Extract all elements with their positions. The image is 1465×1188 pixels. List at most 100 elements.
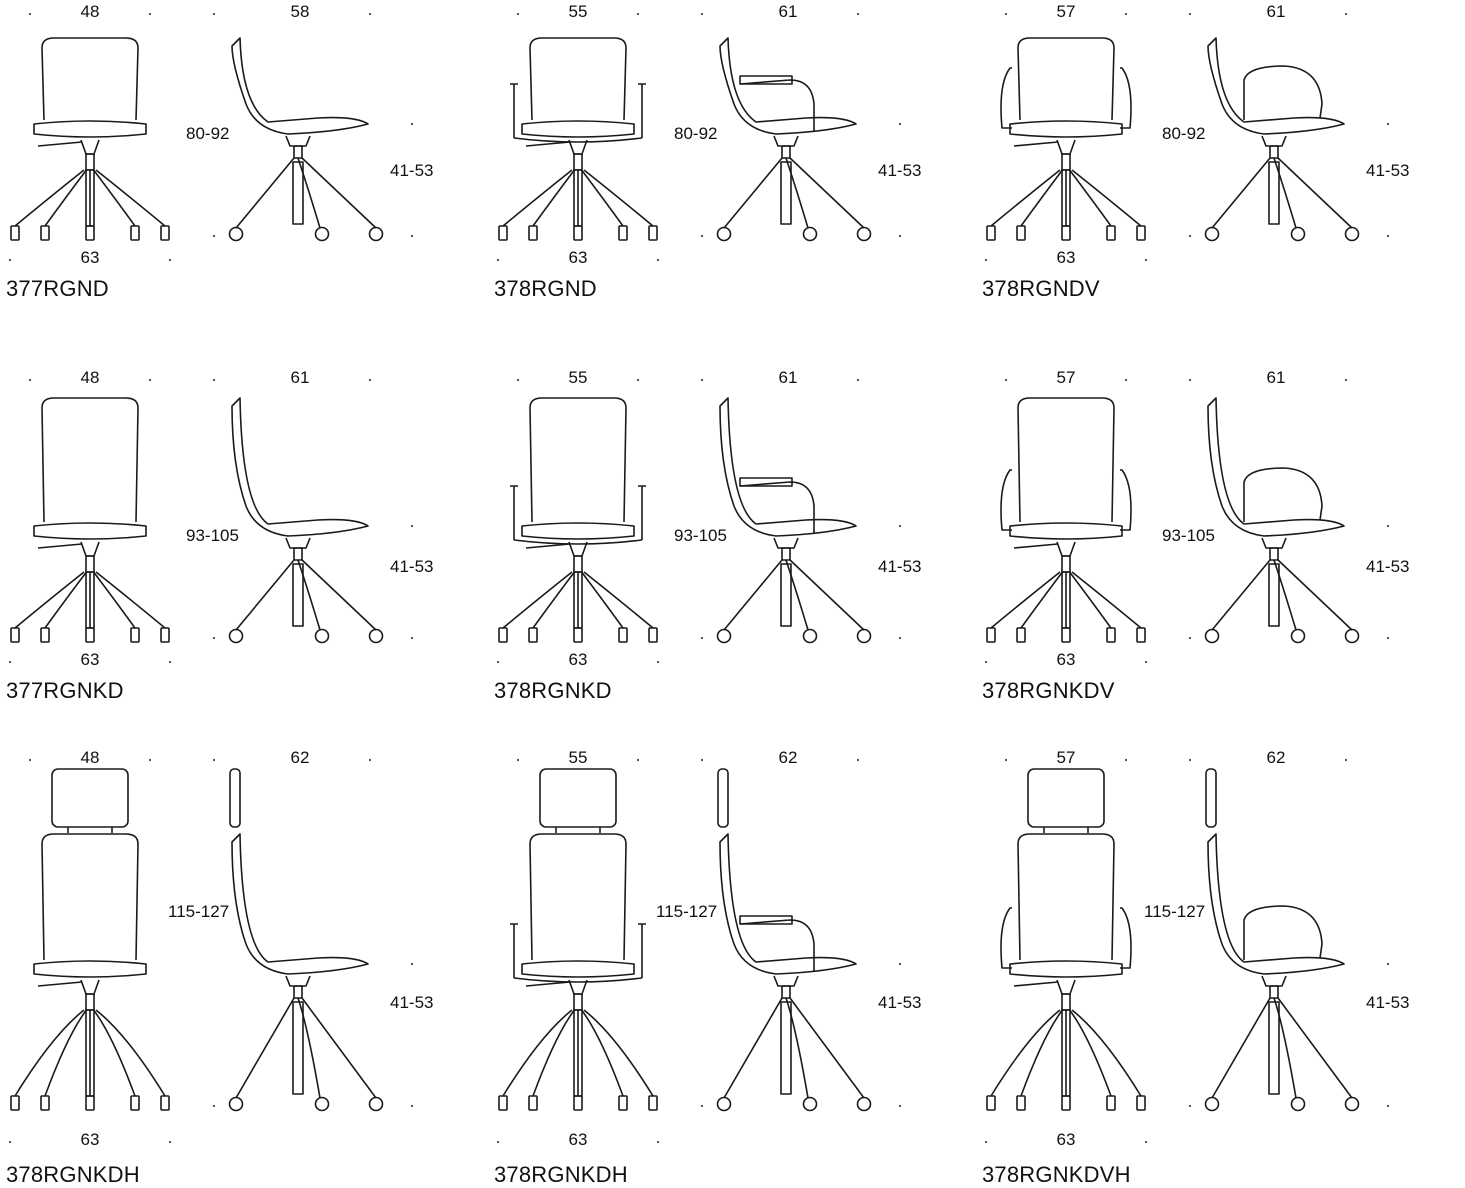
base-width-label: 63 [568,248,588,267]
dimension-tick [637,13,639,15]
caster [40,1095,50,1111]
dimension-tick [1189,759,1191,761]
backrest [41,397,139,523]
centre-leg [1268,161,1280,225]
base-leg [95,571,166,629]
dimension-tick [985,661,987,663]
centre-leg [1061,1009,1071,1097]
base-leg [235,997,295,1099]
dimension-tick [169,259,171,261]
seat-height-label: 41-53 [390,993,434,1012]
model-code: 378RGNKDV [982,678,1115,703]
caster-wheel [716,1096,732,1112]
base-leg [532,169,576,227]
backrest [41,833,139,961]
caster [10,627,20,643]
base-leg [580,1009,624,1097]
caster-wheel [1204,226,1220,242]
centre-leg [1061,169,1071,227]
caster-wheel [228,1096,244,1112]
dimension-tick [497,661,499,663]
caster [160,1095,170,1111]
caster [1106,627,1116,643]
backrest [1017,37,1115,121]
caster [1061,1095,1071,1111]
column [573,555,583,573]
centre-leg [780,563,792,627]
column [781,985,791,999]
base-leg [297,559,321,631]
caster [986,1095,996,1111]
column [573,153,583,171]
caster [130,225,140,241]
base-leg [92,169,136,227]
base-leg [1071,571,1142,629]
front-width-label: 55 [568,2,588,21]
caster [573,225,583,241]
shell-profile [1207,397,1345,537]
arm-pad [739,75,793,85]
column [781,547,791,561]
base-leg [235,157,295,229]
base-leg [92,571,136,629]
dimension-tick [701,759,703,761]
dimension-tick [657,1141,659,1143]
caster [1061,627,1071,643]
dimension-tick [213,637,215,639]
base-leg [532,571,576,629]
front-view [10,37,170,241]
base-leg [502,1009,573,1097]
dimension-tick [1387,963,1389,965]
base-leg [580,169,624,227]
dimension-tick [1345,759,1347,761]
base-leg [580,571,624,629]
dimension-tick [213,1105,215,1107]
dimension-tick [1005,379,1007,381]
column [1269,145,1279,159]
shell-profile [1207,833,1345,975]
dimension-tick [1345,379,1347,381]
model-code: 378RGNDV [982,276,1100,301]
armrest [1243,905,1323,960]
base-leg [532,1009,576,1097]
dimension-tick [1387,525,1389,527]
dimension-tick [29,379,31,381]
column [1269,547,1279,561]
dimension-tick [899,123,901,125]
headrest [717,768,729,828]
front-width-label: 57 [1056,368,1076,387]
left-armrest [1000,469,1012,531]
side-depth-label: 61 [778,2,798,21]
dimension-tick [1387,123,1389,125]
seat [1009,120,1123,138]
base-width-label: 63 [80,1130,100,1149]
centre-leg [573,169,583,227]
base-width-label: 63 [80,248,100,267]
backrest [1017,397,1115,523]
chair-drawing [10,397,384,644]
shell-profile [719,397,857,537]
height-lever [37,141,83,147]
dimension-tick [701,1105,703,1107]
front-width-label: 57 [1056,748,1076,767]
base-leg [297,157,321,229]
caster-wheel [716,226,732,242]
dimension-tick [657,661,659,663]
chair-drawing [986,397,1360,644]
dimension-tick [701,637,703,639]
seat [1009,960,1123,978]
seat [1009,522,1123,540]
dimension-tick [169,1141,171,1143]
base-width-label: 63 [568,1130,588,1149]
dimension-tick [411,1105,413,1107]
dimension-tick [899,637,901,639]
dimension-tick [149,379,151,381]
right-armrest [1120,907,1132,969]
model-code: 378RGNKDH [6,1162,140,1187]
mechanism [285,135,311,147]
dimension-tick [985,1141,987,1143]
caster [618,1095,628,1111]
base-leg [723,559,783,631]
column [85,153,95,171]
